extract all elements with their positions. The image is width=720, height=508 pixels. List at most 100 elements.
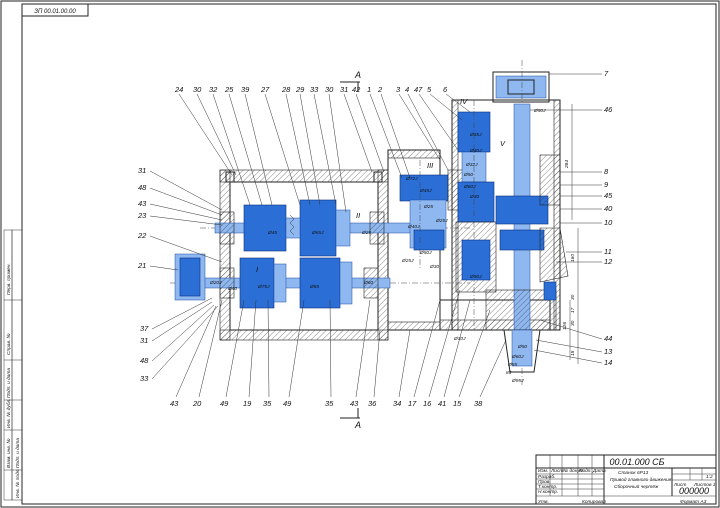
- label-bottom-17: 17: [408, 399, 417, 408]
- code-box: [21, 3, 89, 17]
- title-name-1: Станок 6Р13: [618, 470, 649, 476]
- shaft-numerals: I II III IV V: [256, 97, 506, 274]
- label-2: 2: [377, 85, 383, 94]
- label-left-48b: 48: [140, 356, 149, 365]
- section-marker-top: А: [354, 70, 361, 80]
- label-33: 33: [310, 85, 319, 94]
- dim-284: 284: [564, 160, 570, 169]
- strip-first-use: Перв. примен.: [6, 263, 12, 295]
- stamp-date: Дата: [592, 468, 606, 474]
- dim-40j-b: Ø40Ј: [407, 224, 420, 230]
- label-right-46: 46: [604, 105, 613, 114]
- left-strip: Перв. примен. Справ. № Подп. и дата Инв.…: [3, 229, 23, 501]
- label-bottom-36: 36: [368, 399, 377, 408]
- labels-bottom: 43 20 49 19 35 49 35 43 36 34 17 16 41 1…: [170, 289, 507, 408]
- title-name-2: Привод главного движения: [610, 477, 672, 483]
- dim-60j-b: Ø60Ј: [511, 354, 524, 360]
- shaft-label-iv: IV: [460, 97, 468, 106]
- label-right-40: 40: [604, 204, 613, 213]
- shaft-label-i: I: [256, 265, 258, 274]
- title-block: 00.01.000 СБ Станок 6Р13 Привод главного…: [535, 454, 717, 505]
- label-right-13: 13: [604, 347, 613, 356]
- strip-sign-date-2: Подп. и дата: [15, 438, 21, 468]
- dim-40: Ø40: [227, 286, 237, 292]
- shaft-one: [170, 253, 470, 309]
- label-left-37: 37: [140, 324, 149, 333]
- labels-right: 7 46 8 9 45 40 10 11 12 44 13 14: [530, 69, 613, 367]
- shaft-label-ii: II: [356, 211, 360, 220]
- dim-25j-b: Ø25Ј: [435, 218, 448, 224]
- dim-72j: Ø72Ј: [405, 176, 418, 182]
- label-left-23: 23: [137, 211, 147, 220]
- label-25: 25: [224, 85, 234, 94]
- dim-25: Ø25: [423, 204, 433, 210]
- shaft-two: [200, 199, 470, 257]
- title-designation: 00.01.000 СБ: [610, 457, 665, 467]
- label-left-48: 48: [138, 183, 147, 192]
- dim-50-b: Ø50: [517, 344, 527, 350]
- dim-60: Ø60: [363, 280, 373, 286]
- label-30: 30: [193, 85, 202, 94]
- label-bottom-15: 15: [453, 399, 462, 408]
- label-39: 39: [241, 85, 250, 94]
- label-bottom-38: 38: [474, 399, 483, 408]
- dim-95j: Ø95Ј: [511, 378, 524, 384]
- dim-75j: Ø75Ј: [257, 284, 270, 290]
- stamp-sign: Подп.: [579, 468, 592, 474]
- label-4: 4: [405, 85, 409, 94]
- dim-30-v: 30: [570, 294, 576, 300]
- label-bottom-34: 34: [393, 399, 401, 408]
- dimension-callouts: Ø25Ј Ø50Ј Ø30 Ø25 Ø45Ј Ø60Ј Ø50 Ø32Ј Ø35…: [209, 104, 579, 384]
- label-right-7: 7: [604, 69, 609, 78]
- dim-30: Ø30: [429, 264, 439, 270]
- dim-17: 17: [570, 307, 576, 313]
- label-30b: 30: [325, 85, 334, 94]
- label-29: 29: [295, 85, 305, 94]
- title-format: Формат А3: [680, 499, 707, 505]
- label-47: 47: [414, 85, 423, 94]
- label-right-11: 11: [604, 247, 612, 256]
- title-name-3: Сборочный чертёж: [614, 483, 659, 490]
- dim-30j: Ø30Ј: [453, 336, 466, 342]
- label-left-21: 21: [137, 261, 146, 270]
- label-27: 27: [260, 85, 270, 94]
- title-scale: 1:2: [706, 474, 713, 480]
- title-sheets: Листов 1: [693, 482, 716, 488]
- dim-50: Ø50: [463, 172, 473, 178]
- label-24: 24: [174, 85, 183, 94]
- dim-25j-a: Ø25Ј: [401, 258, 414, 264]
- dim-30-b: Ø30: [469, 194, 479, 200]
- dim-60j: Ø60Ј: [463, 184, 476, 190]
- dim-25-b: Ø25: [361, 230, 371, 236]
- label-5: 5: [427, 85, 432, 94]
- label-left-22: 22: [137, 231, 147, 240]
- label-bottom-35b: 35: [325, 399, 334, 408]
- dim-20j: Ø20Ј: [209, 280, 222, 286]
- label-bottom-35: 35: [263, 399, 272, 408]
- label-bottom-16: 16: [423, 399, 432, 408]
- label-28: 28: [281, 85, 291, 94]
- shaft-label-iii: III: [427, 161, 433, 170]
- inner-frame: [21, 3, 717, 505]
- labels-left: 31 48 43 23 22 21 37 31 48 33: [137, 166, 223, 383]
- dim-35j: Ø35Ј: [469, 132, 482, 138]
- dim-85-b: Ø85: [309, 284, 319, 290]
- stamp-doc: № докум.: [563, 468, 584, 474]
- label-left-31b: 31: [140, 336, 148, 345]
- label-right-12: 12: [604, 257, 613, 266]
- strip-dup-inv: Инв. № дубл.: [6, 398, 12, 428]
- label-left-33: 33: [140, 374, 149, 383]
- stamp-appr: Утв.: [538, 499, 549, 505]
- label-right-44: 44: [604, 334, 612, 343]
- label-3: 3: [396, 85, 401, 94]
- label-bottom-19: 19: [243, 399, 252, 408]
- dim-160: 160: [570, 254, 576, 262]
- shaft-label-v: V: [500, 139, 506, 148]
- dim-55: Ø55: [507, 362, 517, 368]
- dim-40j: Ø40Ј: [469, 148, 482, 154]
- stamp-dev: Разраб.: [538, 474, 555, 480]
- shaft-four: [455, 100, 497, 330]
- label-bottom-43b: 43: [350, 399, 359, 408]
